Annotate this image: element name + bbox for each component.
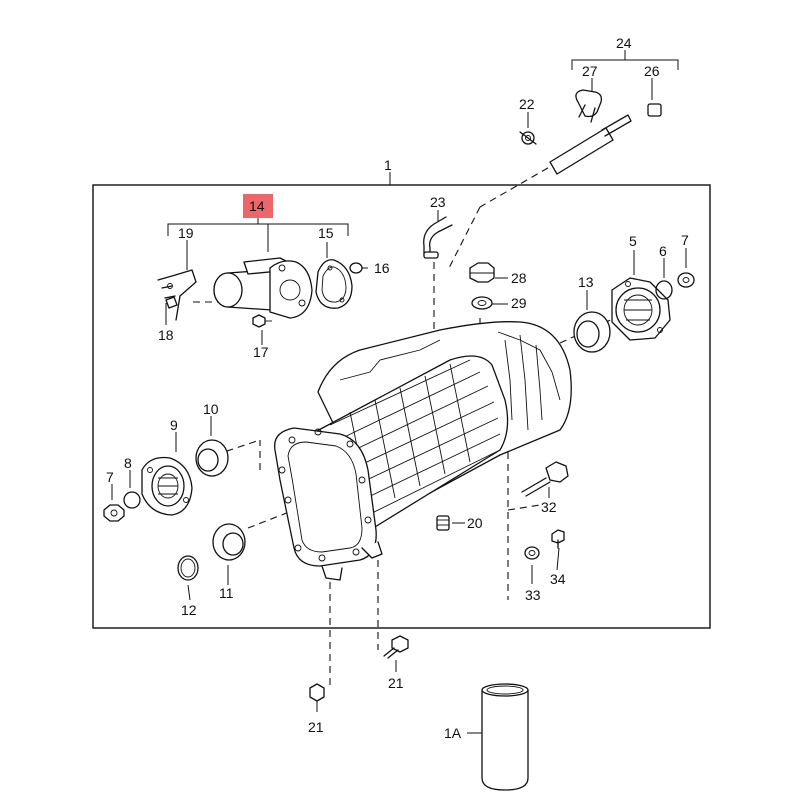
bolt-21-upper <box>383 635 409 659</box>
callout-28: 28 <box>511 270 527 286</box>
callout-11: 11 <box>219 585 234 601</box>
callout-21-lower: 21 <box>308 719 324 735</box>
callout-32: 32 <box>541 499 557 515</box>
callout-16: 16 <box>374 260 390 276</box>
leader-lines <box>111 50 687 734</box>
callout-12: 12 <box>181 602 197 618</box>
callout-8: 8 <box>124 455 132 471</box>
output-flange-right <box>611 272 695 341</box>
callout-10: 10 <box>203 401 219 417</box>
callout-1: 1 <box>384 157 392 173</box>
output-flange-left <box>103 456 193 522</box>
drain-plug <box>469 262 495 310</box>
highlight-box <box>243 194 273 218</box>
selector-rod-assembly <box>519 89 662 175</box>
callout-27: 27 <box>582 63 598 79</box>
callout-20: 20 <box>467 515 483 531</box>
callout-17: 17 <box>253 344 269 360</box>
filter-cartridge-1a <box>481 683 529 791</box>
callout-19: 19 <box>178 225 194 241</box>
seal-right <box>573 311 611 353</box>
callout-14: 14 <box>249 198 265 214</box>
callout-7-left: 7 <box>106 469 114 485</box>
oring-12 <box>177 555 199 581</box>
seal-left-10 <box>195 439 229 477</box>
callout-18: 18 <box>158 327 174 343</box>
callout-33: 33 <box>525 587 541 603</box>
breather-pipe <box>423 216 453 259</box>
callout-13: 13 <box>578 274 594 290</box>
callout-23: 23 <box>430 194 446 210</box>
callout-labels: 1 24 27 26 22 14 23 19 15 16 18 17 5 6 7… <box>106 35 689 741</box>
callout-15: 15 <box>318 225 334 241</box>
plug-20 <box>436 515 450 531</box>
screw-32-assembly <box>521 461 569 560</box>
callout-7-right: 7 <box>681 232 689 248</box>
callout-6: 6 <box>659 243 667 259</box>
callout-9: 9 <box>170 417 178 433</box>
callout-24: 24 <box>616 35 632 51</box>
callout-22: 22 <box>519 96 535 112</box>
callout-26: 26 <box>644 63 660 79</box>
callout-34: 34 <box>550 571 566 587</box>
callout-1a: 1A <box>444 725 462 741</box>
callout-5: 5 <box>629 233 637 249</box>
nut-21-lower <box>309 683 325 702</box>
seal-left-11 <box>212 523 246 561</box>
assembly-frame <box>92 184 711 629</box>
actuator-group <box>157 257 363 328</box>
transfer-case-housing <box>273 321 572 581</box>
callout-29: 29 <box>511 295 527 311</box>
callout-21-upper: 21 <box>388 675 404 691</box>
